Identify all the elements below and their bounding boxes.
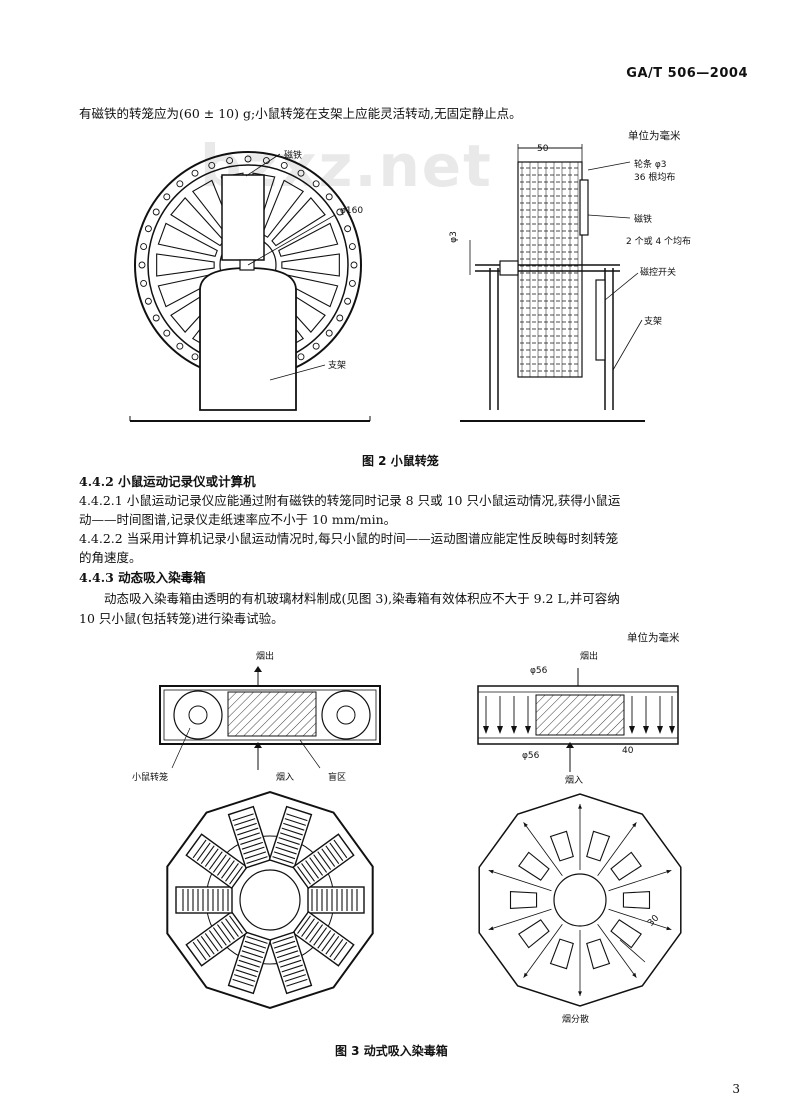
section-4-4-2-1-line-a: 4.4.2.1 小鼠运动记录仪应能通过附有磁铁的转笼同时记录 8 只或 10 只… — [79, 493, 621, 508]
fig2-label-rod-2: 36 根均布 — [634, 173, 676, 183]
fig3-label-smoke-in-left: 烟入 — [276, 773, 295, 783]
fig2-label-magnet-right: 磁铁 — [634, 215, 653, 225]
fig2-label-magnet-left: 磁铁 — [284, 151, 303, 161]
fig3-unit-note: 单位为毫米 — [627, 632, 680, 644]
fig2-label-width: 50 — [537, 144, 549, 154]
fig2-label-stand-right: 支架 — [644, 317, 663, 327]
fig3-chamber-side-right — [477, 668, 679, 772]
fig3-chamber-side-left — [159, 666, 381, 770]
page-number: 3 — [732, 1082, 740, 1096]
fig2-wheel-side-view — [460, 144, 645, 422]
fig3-label-d1: φ56 — [530, 666, 548, 676]
fig3-label-smoke-out-right: 烟出 — [580, 652, 599, 662]
fig3-label-cage: 小鼠转笼 — [132, 773, 169, 783]
fig3-label-smoke-in-right: 烟入 — [565, 776, 584, 786]
section-4-4-2-2-line-a: 4.4.2.2 当采用计算机记录小鼠运动情况时,每只小鼠的时间——运动图谱应能定… — [79, 531, 619, 546]
fig3-chamber-top-right — [478, 793, 682, 1007]
fig2-label-stand-left: 支架 — [328, 361, 347, 371]
fig3-label-dead-zone: 盲区 — [328, 773, 347, 783]
fig2-label-height: φ3 — [448, 231, 459, 243]
section-4-4-2-1-line-b: 动——时间图谱,记录仪走纸速率应不小于 10 mm/min。 — [79, 512, 397, 527]
fig2-label-magnet-right-2: 2 个或 4 个均布 — [626, 237, 692, 247]
section-4-4-2-2-line-b: 的角速度。 — [79, 550, 142, 565]
section-4-4-3-title: 4.4.3 动态吸入染毒箱 — [79, 570, 206, 585]
standard-code: GA/T 506—2004 — [626, 66, 748, 81]
fig3-chamber-top-left — [166, 790, 374, 1010]
section-4-4-3-line-a: 动态吸入染毒箱由透明的有机玻璃材料制成(见图 3),染毒箱有效体积应不大于 9.… — [104, 591, 620, 606]
text-line-1: 有磁铁的转笼应为(60 ± 10) g;小鼠转笼在支架上应能灵活转动,无固定静止… — [79, 106, 522, 121]
fig3-label-disperse: 烟分散 — [562, 1015, 590, 1025]
fig2-caption: 图 2 小鼠转笼 — [362, 454, 439, 468]
fig2-label-rod-1: 轮条 φ3 — [634, 160, 667, 170]
fig3-caption: 图 3 动式吸入染毒箱 — [335, 1044, 448, 1058]
fig3-label-d2: φ56 — [522, 751, 540, 761]
fig3-label-smoke-out-left: 烟出 — [256, 652, 275, 662]
fig3-label-height: 40 — [622, 746, 634, 756]
fig2-wheel-front-view — [129, 151, 371, 422]
section-4-4-2-title: 4.4.2 小鼠运动记录仪或计算机 — [79, 474, 256, 489]
fig2-unit-note: 单位为毫米 — [628, 130, 681, 142]
section-4-4-3-line-b: 10 只小鼠(包括转笼)进行染毒试验。 — [79, 611, 284, 626]
fig2-label-diameter: φ160 — [340, 206, 364, 216]
fig2-label-reed-switch: 磁控开关 — [640, 268, 677, 278]
